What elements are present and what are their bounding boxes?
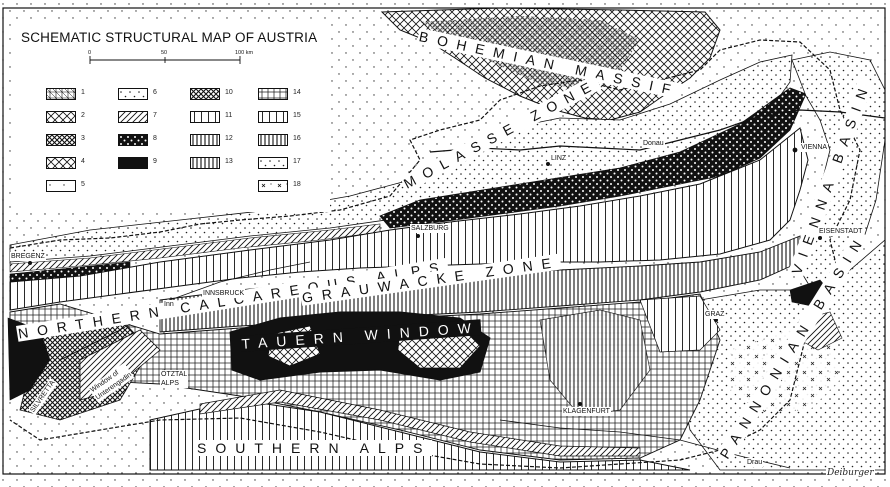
place-linz: LINZ <box>550 154 568 163</box>
inn-river <box>59 261 311 361</box>
region-southern-alps: SOUTHERN ALPS <box>196 440 433 456</box>
legend-swatch-8 <box>118 134 148 146</box>
legend-number-16: 16 <box>292 135 302 142</box>
legend-number-1: 1 <box>80 89 86 96</box>
legend-number-17: 17 <box>292 158 302 165</box>
bregenz-dot <box>28 261 32 265</box>
legend-number-6: 6 <box>152 89 158 96</box>
legend-number-9: 9 <box>152 158 158 165</box>
graz-paleozoic <box>639 295 721 353</box>
eisenstadt-dot <box>818 236 822 240</box>
legend-number-14: 14 <box>292 89 302 96</box>
legend-number-5: 5 <box>80 181 86 188</box>
place-innsbruck: INNSBRUCK <box>202 289 246 298</box>
legend-swatch-4 <box>46 157 76 169</box>
legend-swatch-14 <box>258 88 288 100</box>
legend-number-12: 12 <box>224 135 234 142</box>
legend-number-11: 11 <box>224 112 234 119</box>
map-frame <box>2 7 886 475</box>
place-bregenz: BREGENZ <box>10 252 46 261</box>
koralpe-area <box>539 309 651 417</box>
place-graz: GRAZ <box>704 310 726 319</box>
scale-label-100: 100 km <box>234 50 255 56</box>
place-klagenfurt: KLAGENFURT <box>562 407 611 416</box>
place-salzburg: SALZBURG <box>410 224 450 233</box>
flysch-band <box>379 87 807 229</box>
salzburg-dot <box>416 234 420 238</box>
legend-number-18: 18 <box>292 181 302 188</box>
legend-number-3: 3 <box>80 135 86 142</box>
legend-swatch-15 <box>258 111 288 123</box>
scale-bar <box>89 56 241 64</box>
place-oetztal-alps: ÖTZTAL ALPS <box>160 370 189 388</box>
legend-swatch-11 <box>190 111 220 123</box>
legend-swatch-10 <box>190 88 220 100</box>
legend-number-15: 15 <box>292 112 302 119</box>
place-eisenstadt: EISENSTADT <box>818 227 864 236</box>
legend-swatch-9 <box>118 157 148 169</box>
scale-label-50: 50 <box>160 50 169 56</box>
legend-number-4: 4 <box>80 158 86 165</box>
map-title: SCHEMATIC STRUCTURAL MAP OF AUSTRIA <box>18 30 321 45</box>
legend-swatch-2 <box>46 111 76 123</box>
legend-number-7: 7 <box>152 112 158 119</box>
linz-dot <box>546 162 550 166</box>
klagenfurt-dot <box>578 402 582 406</box>
place-vienna: VIENNA <box>800 143 829 152</box>
legend-swatch-17 <box>258 157 288 169</box>
legend-swatch-6 <box>118 88 148 100</box>
legend-swatch-12 <box>190 134 220 146</box>
state-border <box>9 39 861 469</box>
vienna-dot <box>792 147 798 153</box>
northern-calcareous-alps-area <box>9 127 809 311</box>
legend-swatch-3 <box>46 134 76 146</box>
molasse-zone-area <box>9 54 793 263</box>
signature: Deiburger <box>826 468 875 478</box>
legend-swatch-16 <box>258 134 288 146</box>
legend-swatch-7 <box>118 111 148 123</box>
legend-number-8: 8 <box>152 135 158 142</box>
legend-number-10: 10 <box>224 89 234 96</box>
place-drau: Drau <box>746 458 764 467</box>
legend-swatch-18 <box>258 180 288 192</box>
place-inn: Inn <box>163 300 175 309</box>
place-danube: Donau <box>642 139 665 148</box>
legend-number-13: 13 <box>224 158 234 165</box>
legend-number-2: 2 <box>80 112 86 119</box>
periadriatic-strip <box>199 389 641 457</box>
graz-dot <box>714 318 718 322</box>
legend-swatch-5 <box>46 180 76 192</box>
scale-label-0: 0 <box>87 50 93 56</box>
legend-swatch-13 <box>190 157 220 169</box>
legend-swatch-1 <box>46 88 76 100</box>
